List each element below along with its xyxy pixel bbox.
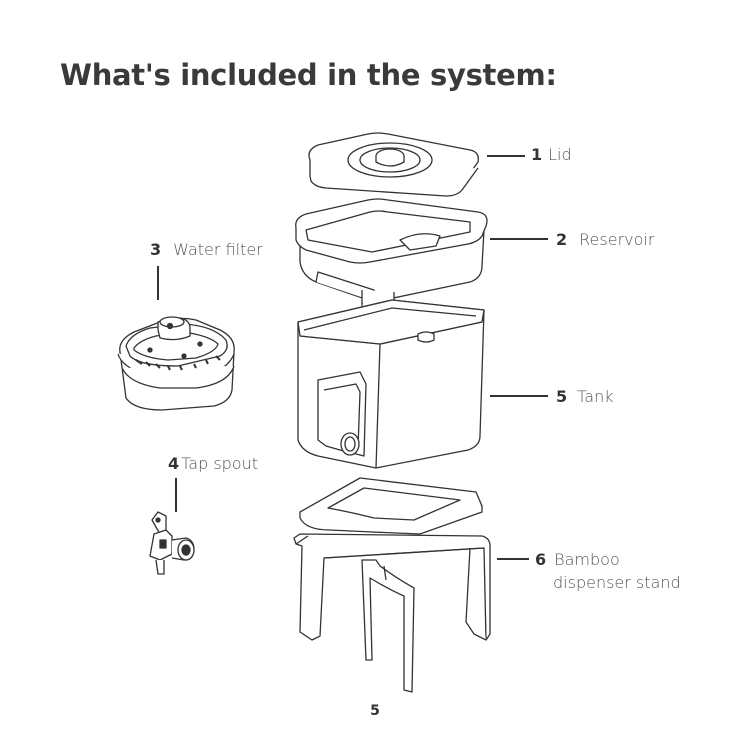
part-name: Bamboo (554, 550, 620, 569)
part-number: 1 (531, 145, 542, 164)
page-number: 5 (0, 703, 750, 719)
part-label-water-filter: 3 Water filter (150, 239, 263, 260)
part-name: Reservoir (579, 230, 654, 249)
part-number: 2 (556, 230, 567, 249)
part-label-tank: 5 Tank (556, 386, 613, 407)
part-label-stand-line2: dispenser stand (553, 572, 681, 593)
leader-line-tank (490, 395, 548, 397)
water-filter-illustration (118, 317, 234, 410)
part-number: 4 (168, 454, 179, 473)
part-name-continued: dispenser stand (553, 573, 681, 592)
part-number: 5 (556, 387, 567, 406)
part-name: Water filter (173, 240, 263, 259)
tank-illustration (298, 300, 484, 468)
lid-illustration (309, 133, 478, 196)
tap-spout-illustration (150, 512, 194, 574)
leader-line-stand (497, 558, 529, 560)
stand-illustration (294, 478, 490, 692)
leader-line-reservoir (490, 238, 548, 240)
leader-line-lid (487, 155, 525, 157)
part-number: 3 (150, 240, 161, 259)
part-label-stand: 6 Bamboo (535, 549, 620, 570)
part-label-lid: 1 Lid (531, 144, 572, 165)
part-name: Lid (548, 145, 572, 164)
part-name: Tap spout (181, 454, 258, 473)
part-name: Tank (577, 387, 613, 406)
leader-line-water-filter (157, 266, 159, 300)
part-label-reservoir: 2 Reservoir (556, 229, 654, 250)
part-number: 6 (535, 550, 546, 569)
leader-line-tap-spout (175, 478, 177, 512)
reservoir-illustration (296, 199, 487, 308)
